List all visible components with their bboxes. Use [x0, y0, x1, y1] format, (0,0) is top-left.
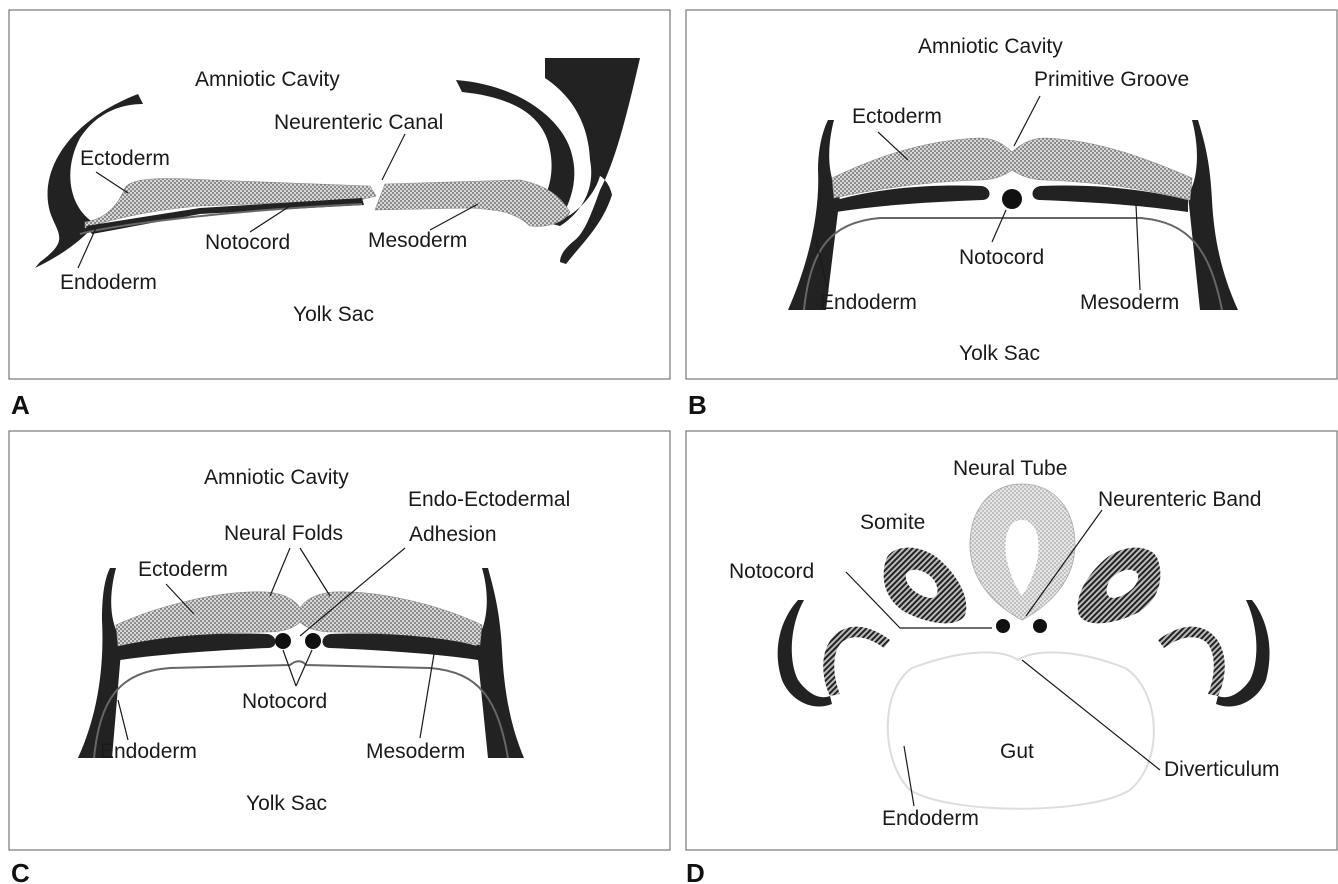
panel-b-label-primitive-groove: Primitive Groove	[1034, 68, 1189, 91]
panel-d-label-somite: Somite	[860, 511, 925, 534]
panel-a-label-neurenteric-canal: Neurenteric Canal	[274, 111, 443, 134]
panel-c-letter: C	[11, 858, 30, 884]
panel-b-leader-notocord	[992, 210, 1006, 242]
panel-c-label-endo-ectodermal: Endo-Ectodermal	[408, 488, 570, 511]
panel-c: Amniotic Cavity Endo-Ectodermal Adhesion…	[9, 431, 670, 884]
panel-b-label-notocord: Notocord	[959, 246, 1044, 269]
panel-b-notocord	[1002, 189, 1022, 209]
panel-c-leader-mesoderm	[420, 654, 434, 738]
panel-c-leader-fold-left	[270, 548, 290, 596]
panel-b-label-mesoderm: Mesoderm	[1080, 291, 1179, 314]
panel-d-label-endoderm: Endoderm	[882, 807, 979, 830]
panel-d-notocord-right	[1033, 619, 1047, 633]
panel-a-leader-canal	[382, 134, 405, 180]
panel-c-label-adhesion: Adhesion	[409, 523, 497, 546]
panel-d-leader-endoderm	[904, 746, 914, 806]
panel-d-leader-diverticulum	[1022, 660, 1160, 770]
panel-a-label-yolk-sac: Yolk Sac	[293, 303, 374, 326]
panel-a-letter: A	[11, 390, 30, 420]
panel-c-right-wall	[476, 568, 524, 758]
panel-a-label-mesoderm: Mesoderm	[368, 229, 467, 252]
panel-d-notocord-left	[996, 619, 1010, 633]
panel-c-leader-fold-right	[300, 548, 330, 596]
panel-c-leader-endoderm	[118, 700, 128, 740]
panel-c-label-yolk-sac: Yolk Sac	[246, 792, 327, 815]
panel-a-leader-ectoderm	[96, 172, 128, 193]
panel-b-letter: B	[688, 390, 707, 420]
panel-d-left-body-wall	[778, 600, 832, 707]
panel-a-right-wall	[456, 58, 640, 264]
panel-c-leader-noto-left	[283, 650, 296, 686]
panel-c-label-neural-folds: Neural Folds	[224, 522, 343, 545]
panel-a-label-ectoderm: Ectoderm	[80, 147, 170, 170]
panel-b-left-wall	[788, 120, 840, 310]
panel-c-label-mesoderm: Mesoderm	[366, 740, 465, 763]
panel-a-label-notocord: Notocord	[205, 231, 290, 254]
panel-c-label-notocord: Notocord	[242, 690, 327, 713]
panel-a-label-amniotic-cavity: Amniotic Cavity	[195, 68, 340, 91]
panel-c-left-wall	[78, 568, 122, 758]
panel-a-label-endoderm: Endoderm	[60, 271, 157, 294]
panel-a-ectoderm-right	[375, 180, 570, 226]
panel-a: Amniotic Cavity Neurenteric Canal Ectode…	[9, 10, 670, 420]
panel-b-label-yolk-sac: Yolk Sac	[959, 342, 1040, 365]
panel-d-label-gut: Gut	[1000, 740, 1034, 763]
panel-b-right-wall	[1188, 120, 1238, 310]
panel-c-label-endoderm: Endoderm	[100, 740, 197, 763]
panel-c-notocord-right	[305, 633, 321, 649]
panel-d-label-diverticulum: Diverticulum	[1164, 758, 1280, 781]
panel-c-label-amniotic-cavity: Amniotic Cavity	[204, 466, 349, 489]
panel-d-right-body-wall	[1216, 600, 1270, 707]
panel-c-leader-noto-right	[296, 650, 312, 686]
panel-c-label-ectoderm: Ectoderm	[138, 558, 228, 581]
panel-b-label-ectoderm: Ectoderm	[852, 105, 942, 128]
panel-d-label-neural-tube: Neural Tube	[953, 457, 1067, 480]
panel-b-label-endoderm: Endoderm	[820, 291, 917, 314]
panel-d: Neural Tube Neurenteric Band Somite Noto…	[686, 431, 1337, 884]
panel-b-leader-groove	[1014, 96, 1040, 146]
panel-d-label-notocord: Notocord	[729, 560, 814, 583]
panel-d-letter: D	[686, 858, 705, 884]
panel-d-right-mesoderm-fold	[1158, 627, 1225, 696]
panel-d-left-mesoderm-fold	[823, 627, 890, 696]
panel-d-label-neurenteric-band: Neurenteric Band	[1098, 488, 1261, 511]
panel-b: Amniotic Cavity Primitive Groove Ectoder…	[686, 10, 1337, 420]
panel-a-left-wall	[35, 94, 143, 268]
panel-b-label-amniotic-cavity: Amniotic Cavity	[918, 35, 1063, 58]
panel-c-notocord-left	[275, 633, 291, 649]
panel-d-gut-outline	[888, 652, 1154, 808]
